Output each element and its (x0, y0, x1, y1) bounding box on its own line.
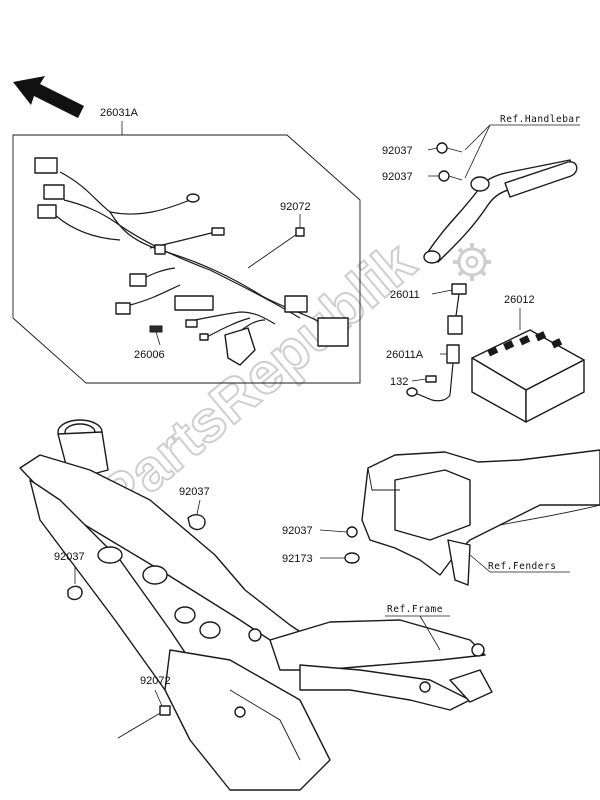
label-clamp-fender-lower: 92173 (282, 553, 313, 565)
cable-tie-inset (247, 227, 305, 269)
label-clamp-frame-left: 92037 (54, 551, 85, 563)
label-clamp-top-1: 92037 (382, 145, 413, 157)
label-clamp-top-2: 92037 (382, 171, 413, 183)
label-harness: 26031A (100, 107, 139, 119)
label-connector: 26006 (134, 349, 165, 361)
ref-frame: Ref.Frame (387, 604, 443, 615)
harness-connector-5 (115, 302, 131, 315)
harness-connector-3 (37, 204, 57, 219)
clamp-handlebar-1 (436, 142, 463, 154)
harness-relay (224, 327, 256, 366)
battery (471, 329, 585, 423)
clamp-fender-lower (320, 552, 360, 564)
harness-main-connector (284, 295, 308, 313)
label-battery-cable-a: 26011A (386, 349, 424, 361)
clamp-handlebar-2 (438, 170, 463, 182)
ref-fenders: Ref.Fenders (488, 561, 556, 572)
label-clamp-fender: 92037 (282, 525, 313, 537)
wiring-harness (34, 157, 349, 366)
cable-tie-frame (117, 689, 171, 739)
battery-cable (447, 283, 467, 335)
frame (19, 419, 493, 791)
label-battery: 26012 (504, 294, 535, 306)
harness-connector-4 (129, 273, 147, 287)
harness-connector-2 (43, 184, 65, 200)
harness-clip (154, 244, 166, 255)
harness-terminal-3 (199, 333, 209, 341)
clamp-frame-left (67, 566, 83, 601)
handlebar (423, 159, 578, 264)
harness-ring-terminal (186, 193, 200, 203)
arrow-front-icon (13, 76, 84, 118)
label-tie-frame: 92072 (140, 675, 171, 687)
harness-connector-1 (34, 157, 58, 174)
label-tie-inset: 92072 (280, 201, 311, 213)
watermark-gear-icon (453, 243, 491, 281)
label-clamp-frame-upper: 92037 (179, 486, 210, 498)
harness-terminal (211, 227, 225, 236)
clamp-fender (319, 526, 358, 538)
harness-terminal-2 (185, 319, 198, 328)
label-bolt: 132 (390, 376, 408, 388)
harness-fuse-block (174, 295, 214, 311)
harness-connector-26006 (149, 325, 163, 333)
bolt (425, 375, 437, 383)
ref-handlebar: Ref.Handlebar (500, 114, 581, 125)
label-battery-cable: 26011 (390, 289, 420, 301)
harness-ecu-connector (317, 317, 349, 347)
battery-case (361, 449, 600, 586)
harness-inset (12, 134, 361, 384)
leader-lines (121, 121, 580, 651)
clamp-frame-upper (187, 499, 206, 531)
